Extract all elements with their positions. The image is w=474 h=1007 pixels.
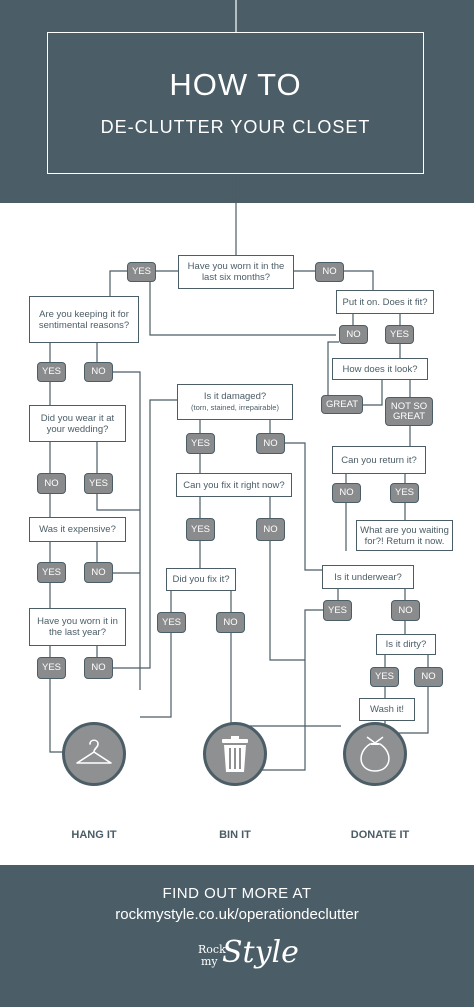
answer-yes-return: YES xyxy=(390,483,419,503)
answer-yes-fix-now: YES xyxy=(186,518,215,541)
answer-yes-wedding: YES xyxy=(84,473,113,494)
instruction-wash: Wash it! xyxy=(359,698,415,721)
answer-no-wedding: NO xyxy=(37,473,66,494)
answer-no-underwear: NO xyxy=(391,600,420,621)
question-how-look: How does it look? xyxy=(332,358,428,380)
footer-url[interactable]: rockmystyle.co.uk/operationdeclutter xyxy=(115,906,359,923)
answer-great: GREAT xyxy=(321,395,363,414)
answer-no-fit: NO xyxy=(339,325,368,344)
title-box: HOW TO DE-CLUTTER YOUR CLOSET xyxy=(47,32,424,174)
question-did-fix: Did you fix it? xyxy=(166,568,236,591)
outcome-donate-it: DONATE IT xyxy=(350,829,410,841)
question-underwear: Is it underwear? xyxy=(322,565,414,589)
outcome-bin-it: BIN IT xyxy=(219,829,251,841)
question-worn-six-months: Have you worn it in the last six months? xyxy=(178,255,294,289)
answer-yes-dirty: YES xyxy=(370,667,399,687)
footer-heading: FIND OUT MORE AT xyxy=(162,885,312,902)
answer-yes-sentimental: YES xyxy=(37,362,66,382)
question-sentimental: Are you keeping it for sentimental reaso… xyxy=(29,296,139,343)
answer-yes-did-fix: YES xyxy=(157,612,186,633)
question-damaged: Is it damaged?(torn, stained, irrepairab… xyxy=(177,384,293,420)
hanger-icon xyxy=(62,722,126,786)
answer-no-dirty: NO xyxy=(414,667,443,687)
question-last-year: Have you worn it in the last year? xyxy=(29,608,126,646)
answer-not-so-great: NOT SO GREAT xyxy=(385,397,433,426)
donation-bag-icon xyxy=(343,722,407,786)
answer-no-did-fix: NO xyxy=(216,612,245,633)
question-expensive: Was it expensive? xyxy=(29,517,126,542)
bin-icon xyxy=(203,722,267,786)
header-band xyxy=(0,0,474,203)
question-dirty: Is it dirty? xyxy=(376,634,436,655)
answer-no-sentimental: NO xyxy=(84,362,113,382)
answer-yes-damaged: YES xyxy=(186,433,215,454)
page-title: HOW TO xyxy=(169,67,302,102)
answer-no-damaged: NO xyxy=(256,433,285,454)
page-subtitle: DE-CLUTTER YOUR CLOSET xyxy=(100,117,371,137)
answer-yes-underwear: YES xyxy=(323,600,352,621)
answer-no-last-year: NO xyxy=(84,657,113,679)
question-return: Can you return it? xyxy=(332,446,426,474)
question-waiting: What are you waiting for?! Return it now… xyxy=(356,520,453,551)
answer-no-worn-six-months: NO xyxy=(315,262,344,282)
answer-yes-expensive: YES xyxy=(37,562,66,583)
question-put-it-on: Put it on. Does it fit? xyxy=(336,290,434,314)
answer-yes-fit: YES xyxy=(385,325,414,344)
answer-no-fix-now: NO xyxy=(256,518,285,541)
answer-yes-last-year: YES xyxy=(37,657,66,679)
question-fix-now: Can you fix it right now? xyxy=(176,473,292,497)
answer-no-expensive: NO xyxy=(84,562,113,583)
answer-no-return: NO xyxy=(332,483,361,503)
answer-yes-worn-six-months: YES xyxy=(127,262,156,282)
outcome-hang-it: HANG IT xyxy=(71,829,117,841)
footer-band xyxy=(0,865,474,1007)
question-wedding: Did you wear it at your wedding? xyxy=(29,405,126,442)
